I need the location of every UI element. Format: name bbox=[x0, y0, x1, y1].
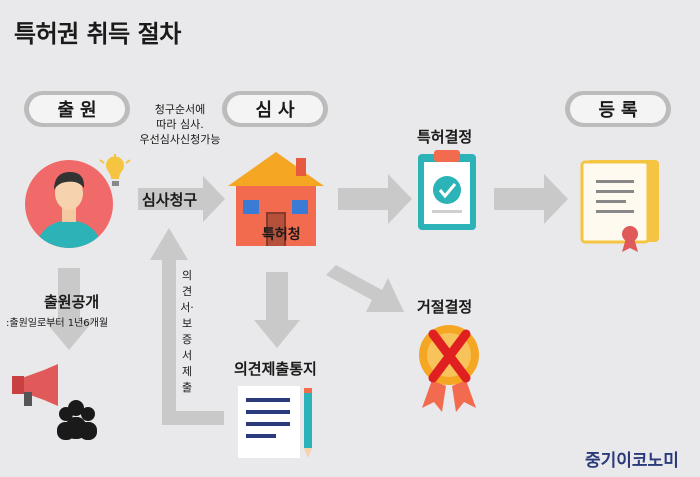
reject-badge-icon bbox=[419, 325, 479, 412]
exam-order-note-line-3: 우선심사신청가능 bbox=[139, 133, 221, 146]
people-group-icon bbox=[57, 400, 97, 440]
stage-exam: 심사 bbox=[222, 91, 328, 127]
arrow-to-publication bbox=[44, 268, 94, 350]
publication-note: :출원일로부터 1년6개월 bbox=[6, 318, 109, 329]
opinion-submit-label: 의견서·보증서 제출 bbox=[180, 269, 194, 394]
grant-label: 특허결정 bbox=[417, 128, 473, 146]
brand-logo: 중기이코노미 bbox=[585, 451, 679, 471]
certificate-icon bbox=[580, 160, 659, 252]
arrow-to-kipo bbox=[138, 176, 225, 222]
stage-register-label: 등록 bbox=[570, 95, 666, 123]
publication-label: 출원공개 bbox=[44, 293, 100, 311]
stage-apply-label: 출원 bbox=[29, 95, 125, 123]
document-icon bbox=[238, 386, 312, 458]
kipo-label: 특허청 bbox=[262, 227, 301, 243]
arrow-to-register bbox=[494, 174, 568, 224]
stage-register: 등록 bbox=[565, 91, 671, 127]
arrow-to-reject bbox=[326, 265, 404, 312]
stage-exam-label: 심사 bbox=[227, 95, 323, 123]
opinion-notice-label: 의견제출통지 bbox=[234, 360, 317, 378]
arrow-to-opinion-notice bbox=[254, 272, 300, 348]
exam-order-note-line-1: 청구순서에 bbox=[154, 103, 206, 116]
applicant-avatar-icon bbox=[25, 160, 113, 248]
arrow-opinion-submit bbox=[150, 228, 224, 425]
exam-order-note: 청구순서에 따라 심사. 우선심사신청가능 bbox=[120, 102, 240, 147]
exam-order-note-line-2: 따라 심사. bbox=[156, 118, 204, 131]
arrow-to-grant bbox=[338, 174, 412, 224]
megaphone-icon bbox=[12, 364, 58, 406]
reject-label: 거절결정 bbox=[417, 298, 473, 316]
lightbulb-icon bbox=[99, 154, 131, 186]
kipo-building-icon bbox=[228, 152, 324, 246]
exam-request-label: 심사청구 bbox=[142, 191, 198, 209]
page-title: 특허권 취득 절차 bbox=[14, 20, 181, 48]
stage-apply: 출원 bbox=[24, 91, 130, 127]
grant-clipboard-icon bbox=[418, 150, 476, 230]
